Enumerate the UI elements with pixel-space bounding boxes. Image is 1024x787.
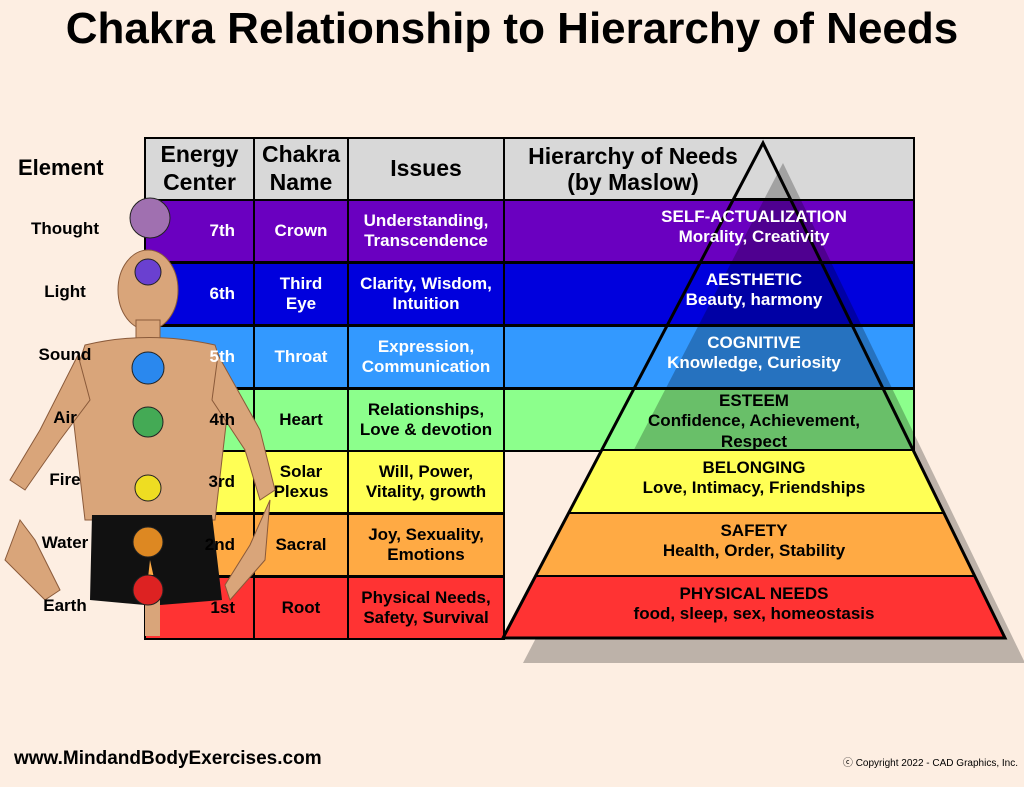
hierarchy-header-text: Hierarchy of Needs (by Maslow) bbox=[528, 143, 738, 196]
chakra-name: Solar Plexus bbox=[273, 461, 329, 501]
chakra-cell: Throat bbox=[253, 325, 349, 389]
energy-value: 1st bbox=[210, 597, 235, 617]
energy-value: 4th bbox=[209, 409, 236, 429]
root-chakra-icon bbox=[132, 574, 164, 606]
issues-text: Physical Needs, Safety, Survival bbox=[361, 587, 491, 627]
need-title: BELONGING bbox=[702, 458, 806, 477]
issues-text: Joy, Sexuality, Emotions bbox=[368, 524, 484, 564]
energy-value: 3rd bbox=[208, 471, 235, 491]
need-description: Beauty, harmony bbox=[685, 290, 823, 310]
energy-header: Energy Center bbox=[144, 137, 255, 201]
sacral-chakra-icon bbox=[132, 526, 164, 558]
issues-cell: Will, Power, Vitality, growth bbox=[347, 450, 505, 514]
crown-chakra-icon bbox=[129, 197, 171, 239]
chakra-cell: Third Eye bbox=[253, 262, 349, 326]
throat-chakra-icon bbox=[131, 351, 165, 385]
third-eye-chakra-icon bbox=[134, 258, 162, 286]
energy-value: 5th bbox=[209, 346, 236, 366]
element-label: Light bbox=[44, 282, 86, 301]
copyright: ⓒ Copyright 2022 - CAD Graphics, Inc. bbox=[842, 758, 1018, 769]
energy-value: 7th bbox=[209, 220, 236, 240]
need-description: Health, Order, Stability bbox=[662, 541, 846, 561]
chakra-cell: Heart bbox=[253, 388, 349, 452]
issues-text: Clarity, Wisdom, Intuition bbox=[360, 273, 492, 313]
issues-text: Expression, Communication bbox=[361, 336, 491, 376]
pyramid-outline bbox=[500, 139, 1008, 640]
element-label: Air bbox=[53, 408, 77, 427]
heart-chakra-icon bbox=[132, 406, 164, 438]
need-description: Confidence, Achievement, Respect bbox=[648, 411, 860, 451]
element-header: Element bbox=[18, 155, 104, 180]
chakra-name: Root bbox=[281, 597, 321, 617]
need-description: Morality, Creativity bbox=[678, 227, 830, 247]
hierarchy-cell bbox=[503, 325, 915, 389]
element-label: Fire bbox=[49, 470, 81, 489]
need-title: SAFETY bbox=[720, 521, 788, 540]
energy-value: 2nd bbox=[204, 534, 235, 554]
solar-plexus-chakra-icon bbox=[134, 474, 162, 502]
issues-cell: Expression, Communication bbox=[347, 325, 505, 389]
issues-cell: Physical Needs, Safety, Survival bbox=[347, 576, 505, 640]
need-title: AESTHETIC bbox=[705, 270, 803, 289]
need-title: ESTEEM bbox=[719, 391, 789, 410]
chakra-name: Crown bbox=[274, 220, 328, 240]
left-arm bbox=[9, 353, 91, 491]
issues-text: Relationships, Love & devotion bbox=[359, 399, 493, 439]
right-arm bbox=[211, 353, 276, 501]
website-link[interactable]: www.MindandBodyExercises.com bbox=[14, 748, 322, 769]
element-label: Sound bbox=[38, 345, 92, 364]
chakra-name: Heart bbox=[279, 409, 323, 429]
chakra-cell: Crown bbox=[253, 199, 349, 263]
chakra-header: Chakra Name bbox=[253, 137, 349, 201]
issues-text: Will, Power, Vitality, growth bbox=[365, 461, 487, 501]
shorts bbox=[90, 515, 222, 605]
issues-text: Understanding, Transcendence bbox=[363, 210, 489, 250]
need-title: PHYSICAL NEEDS bbox=[679, 584, 829, 603]
chakra-cell: Root bbox=[253, 576, 349, 640]
page-title: Chakra Relationship to Hierarchy of Need… bbox=[65, 4, 959, 53]
hierarchy-cell bbox=[503, 199, 915, 263]
need-description: food, sleep, sex, homeostasis bbox=[633, 604, 875, 624]
need-title: SELF-ACTUALIZATION bbox=[661, 207, 847, 226]
element-label: Water bbox=[41, 533, 89, 552]
issues-cell: Clarity, Wisdom, Intuition bbox=[347, 262, 505, 326]
chakra-name: Throat bbox=[274, 346, 328, 366]
chakra-name: Third Eye bbox=[279, 273, 323, 313]
need-description: Love, Intimacy, Friendships bbox=[642, 478, 866, 498]
element-label: Thought bbox=[31, 219, 99, 238]
energy-value: 6th bbox=[209, 283, 236, 303]
need-description: Knowledge, Curiosity bbox=[667, 353, 841, 373]
element-label: Earth bbox=[43, 596, 87, 615]
need-title: COGNITIVE bbox=[707, 333, 801, 352]
issues-cell: Joy, Sexuality, Emotions bbox=[347, 513, 505, 577]
chakra-name: Sacral bbox=[275, 534, 327, 554]
